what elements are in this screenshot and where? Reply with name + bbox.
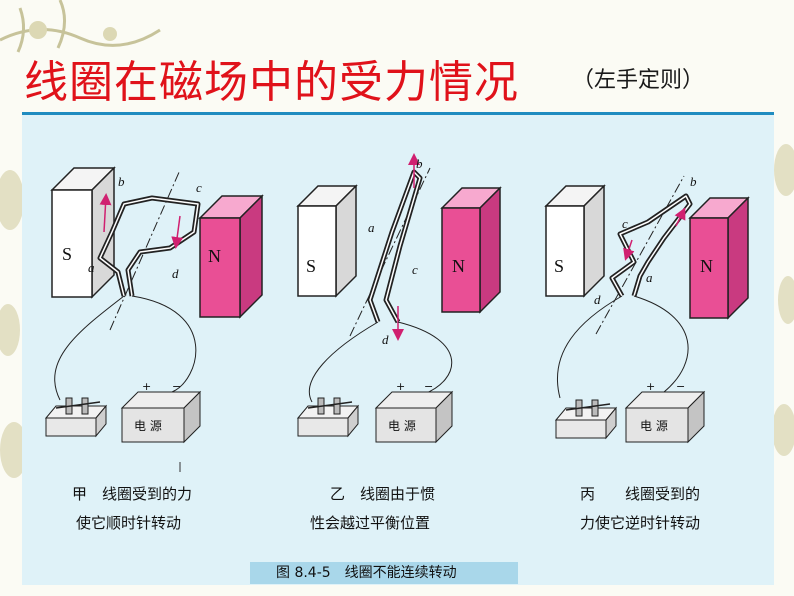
battery-plus: + [142, 380, 151, 393]
battery-minus: − [172, 380, 181, 393]
force-arrow [171, 215, 184, 249]
figure-panel [22, 112, 774, 585]
wire-label-c: c [412, 262, 418, 277]
battery-label: 电 源 [388, 419, 416, 433]
battery-minus: − [424, 380, 433, 393]
caption-line: 使它顺时针转动 [76, 514, 182, 532]
wire-label-a: a [646, 270, 653, 285]
brush-holder [44, 397, 108, 438]
wire-label-c: c [622, 216, 628, 231]
north-magnet: N [440, 186, 502, 314]
caption-line: 甲 线圈受到的力 [72, 485, 193, 503]
lead-wire [308, 321, 379, 403]
lead-wire [131, 295, 197, 393]
panel-jia: S N a b c d [44, 166, 264, 472]
battery: 电 源 + − [624, 380, 706, 444]
caption-jia: 甲 线圈受到的力 使它顺时针转动 [72, 480, 192, 538]
north-magnet: N [688, 196, 750, 320]
south-magnet: S [50, 166, 116, 299]
slide-title: 线圈在磁场中的受力情况 [24, 57, 519, 108]
caption-line: 丙 线圈受到的 [580, 485, 701, 503]
south-magnet: S [296, 184, 358, 298]
brush-holder [296, 397, 360, 438]
force-arrow [99, 193, 112, 233]
caption-line: 性会越过平衡位置 [310, 514, 431, 532]
north-magnet: N [198, 194, 264, 319]
vine-decoration-left [0, 170, 28, 478]
north-pole-label: N [208, 246, 221, 266]
wire-label-b: b [118, 174, 125, 189]
lead-wire [54, 295, 125, 401]
battery-minus: − [676, 380, 685, 393]
lead-wire [557, 295, 623, 399]
rotation-axis [109, 169, 181, 331]
panel-bing: S N a b c d 电 源 + [544, 174, 750, 444]
north-pole-label: N [452, 256, 465, 276]
coil [367, 169, 423, 324]
battery-plus: + [646, 380, 655, 393]
panel-yi: S N a b c d 电 源 + [296, 153, 502, 444]
vine-decoration-right [772, 144, 794, 456]
south-pole-label: S [62, 244, 72, 264]
slide-subtitle: （左手定则） [572, 68, 705, 93]
figure-caption-bar: 图 8.4-5 线圈不能连续转动 [250, 562, 518, 584]
lead-wire [633, 295, 689, 393]
wire-label-a: a [88, 260, 95, 275]
wire-label-d: d [382, 332, 389, 347]
brush-holder [554, 399, 618, 440]
caption-yi: 乙 线圈由于惯 性会越过平衡位置 [310, 480, 436, 538]
force-arrow [623, 239, 635, 261]
wire-label-a: a [368, 220, 375, 235]
battery-label: 电 源 [134, 419, 162, 433]
battery: 电 源 + − [120, 380, 202, 444]
south-pole-label: S [306, 256, 316, 276]
battery-label: 电 源 [640, 419, 668, 433]
wire-label-b: b [416, 156, 423, 171]
south-magnet: S [544, 184, 606, 298]
battery: 电 源 + − [374, 380, 454, 444]
rotation-axis [349, 167, 431, 337]
battery-plus: + [396, 380, 405, 393]
north-pole-label: N [700, 256, 713, 276]
caption-bing: 丙 线圈受到的 力使它逆时针转动 [580, 480, 700, 538]
caption-line: 力使它逆时针转动 [580, 514, 701, 532]
force-arrow [674, 207, 686, 227]
vine-decoration-top-left [0, 0, 161, 53]
wire-label-c: c [196, 180, 202, 195]
rotation-axis [595, 175, 685, 335]
south-pole-label: S [554, 256, 564, 276]
wire-label-b: b [690, 174, 697, 189]
wire-label-d: d [594, 292, 601, 307]
caption-line: 乙 线圈由于惯 [330, 485, 436, 503]
wire-label-d: d [172, 266, 179, 281]
lead-wire [397, 321, 453, 395]
